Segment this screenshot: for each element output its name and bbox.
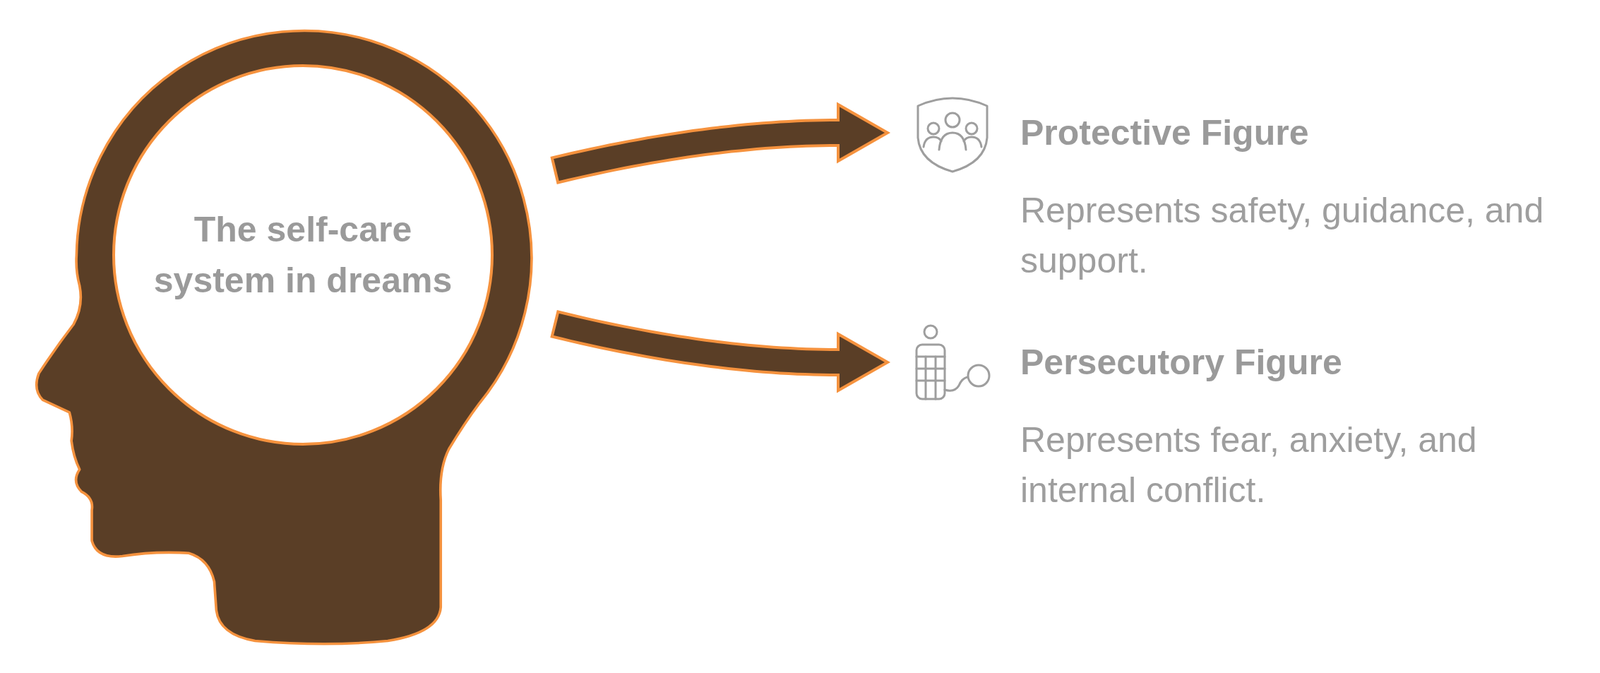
circle-node: The self-care system in dreams	[112, 64, 494, 446]
figure-description: Represents safety, guidance, and support…	[1020, 185, 1564, 286]
figure-description: Represents fear, anxiety, and internal c…	[1020, 415, 1564, 516]
figure-node: Persecutory FigureRepresents fear, anxie…	[917, 337, 1564, 516]
curved-arrow	[552, 312, 888, 392]
center-title: The self-care system in dreams	[151, 204, 455, 306]
figure-heading: Persecutory Figure	[1020, 337, 1564, 387]
head-shape	[36, 30, 532, 644]
curved-arrow	[552, 104, 888, 183]
figure-node: Protective FigureRepresents safety, guid…	[917, 108, 1564, 286]
head-silhouette	[36, 30, 532, 644]
shield-icon	[917, 98, 988, 172]
person-device-icon	[916, 325, 990, 399]
figure-heading: Protective Figure	[1020, 108, 1564, 158]
